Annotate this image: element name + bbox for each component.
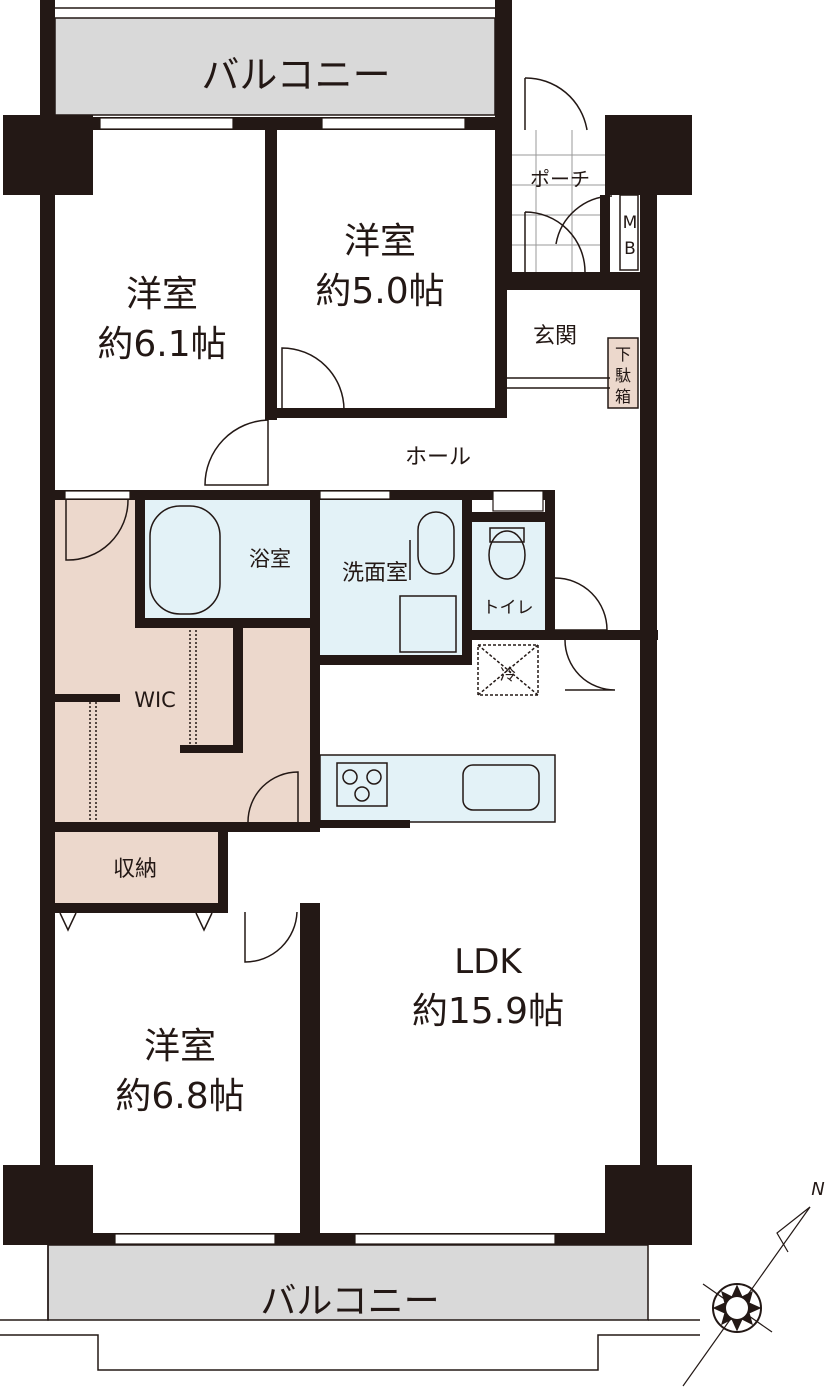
columns bbox=[3, 115, 692, 1245]
room-ldk-size: 約15.9帖 bbox=[412, 991, 564, 1032]
windows bbox=[64, 117, 556, 1245]
mb-label-2: B bbox=[624, 239, 636, 259]
shoe-box-label-1: 下 bbox=[615, 345, 631, 364]
mb-label-1: M bbox=[623, 213, 638, 233]
compass-north-label: N bbox=[811, 1179, 824, 1200]
kitchen-counter bbox=[319, 754, 556, 823]
bath-label: 浴室 bbox=[249, 547, 291, 571]
storage-area bbox=[55, 830, 218, 905]
shoe-box-label-2: 駄 bbox=[615, 366, 631, 385]
porch-label: ポーチ bbox=[530, 167, 590, 191]
washroom-label: 洗面室 bbox=[342, 561, 408, 586]
washroom-area bbox=[318, 498, 464, 660]
balcony-bottom bbox=[0, 1244, 700, 1371]
fridge-label: 冷 bbox=[500, 665, 516, 684]
hall-label: ホール bbox=[405, 445, 471, 470]
porch-tiles bbox=[512, 130, 605, 272]
shoe-box bbox=[607, 337, 639, 409]
room-western-c-size: 約6.8帖 bbox=[115, 1076, 244, 1117]
bath-area bbox=[140, 498, 312, 620]
shoe-box-label-3: 箱 bbox=[615, 387, 631, 406]
room-western-a-name: 洋室 bbox=[126, 274, 198, 315]
toilet-label: トイレ bbox=[483, 598, 534, 618]
doors bbox=[59, 77, 639, 963]
room-western-b-name: 洋室 bbox=[344, 221, 416, 262]
compass-icon bbox=[682, 1206, 811, 1387]
storage-label: 収納 bbox=[113, 857, 157, 882]
room-western-c-name: 洋室 bbox=[144, 1026, 216, 1067]
room-ldk-name: LDK bbox=[454, 942, 523, 982]
room-western-a-size: 約6.1帖 bbox=[97, 324, 226, 365]
balcony-top bbox=[40, 0, 510, 120]
balcony-top-label: バルコニー bbox=[201, 53, 390, 97]
room-western-b-size: 約5.0帖 bbox=[315, 271, 444, 312]
entrance-label: 玄関 bbox=[533, 324, 577, 349]
balcony-bottom-label: バルコニー bbox=[260, 1281, 439, 1322]
wic-label: WIC bbox=[134, 688, 176, 712]
toilet-area bbox=[468, 522, 546, 632]
